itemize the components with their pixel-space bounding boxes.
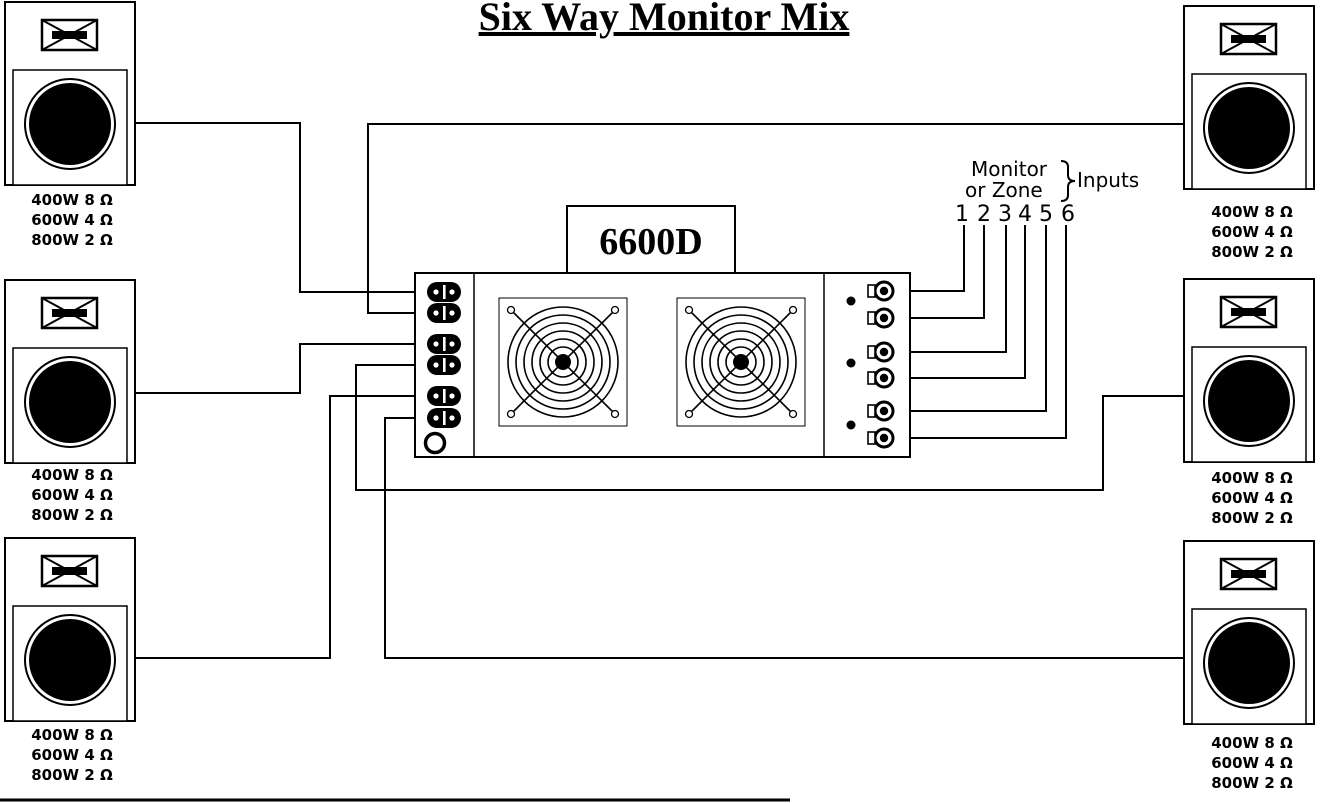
speaker-rating: 400W 8 Ω — [1211, 469, 1293, 487]
speaker-rating: 600W 4 Ω — [31, 211, 113, 229]
model-label-box — [566, 205, 736, 274]
inputs-label-group: Inputs — [1077, 168, 1139, 192]
speaker-rating: 600W 4 Ω — [31, 746, 113, 764]
speaker-wires — [135, 122, 1184, 659]
input-number: 5 — [1039, 202, 1053, 227]
inputs-label-line2: or Zone — [965, 178, 1043, 202]
input-number: 3 — [998, 202, 1012, 227]
indicator-led — [846, 358, 856, 368]
brace-icon — [1060, 160, 1076, 202]
speaker-rating: 800W 2 Ω — [1211, 509, 1293, 527]
speaker-rating: 400W 8 Ω — [31, 191, 113, 209]
speaker-left-2 — [3, 278, 137, 465]
input-number: 2 — [977, 202, 991, 227]
speaker-left-1 — [3, 0, 137, 187]
indicator-led — [846, 296, 856, 306]
speaker-rating: 600W 4 Ω — [31, 486, 113, 504]
indicator-led — [846, 420, 856, 430]
speaker-left-3 — [3, 536, 137, 723]
speaker-rating: 600W 4 Ω — [1211, 489, 1293, 507]
input-number: 1 — [955, 202, 969, 227]
speaker-rating: 400W 8 Ω — [1211, 734, 1293, 752]
speaker-rating: 600W 4 Ω — [1211, 754, 1293, 772]
speaker-rating: 800W 2 Ω — [1211, 243, 1293, 261]
speaker-rating: 400W 8 Ω — [1211, 203, 1293, 221]
diagram-title: Six Way Monitor Mix — [479, 0, 850, 39]
speaker-right-2 — [1182, 277, 1316, 464]
speaker-rating: 800W 2 Ω — [31, 231, 113, 249]
input-number: 6 — [1061, 202, 1075, 227]
input-number: 4 — [1018, 202, 1032, 227]
speaker-rating: 800W 2 Ω — [1211, 774, 1293, 792]
speaker-rating: 600W 4 Ω — [1211, 223, 1293, 241]
speaker-rating: 400W 8 Ω — [31, 726, 113, 744]
speaker-rating: 800W 2 Ω — [31, 766, 113, 784]
amplifier-6600d — [414, 272, 911, 458]
speaker-right-1 — [1182, 4, 1316, 191]
speaker-rating: 400W 8 Ω — [31, 466, 113, 484]
model-label: 6600D — [599, 221, 702, 263]
input-wires — [893, 225, 1067, 439]
speaker-right-3 — [1182, 539, 1316, 726]
power-button — [423, 431, 447, 455]
speaker-rating: 800W 2 Ω — [31, 506, 113, 524]
inputs-label-line1: Monitor — [971, 157, 1048, 181]
